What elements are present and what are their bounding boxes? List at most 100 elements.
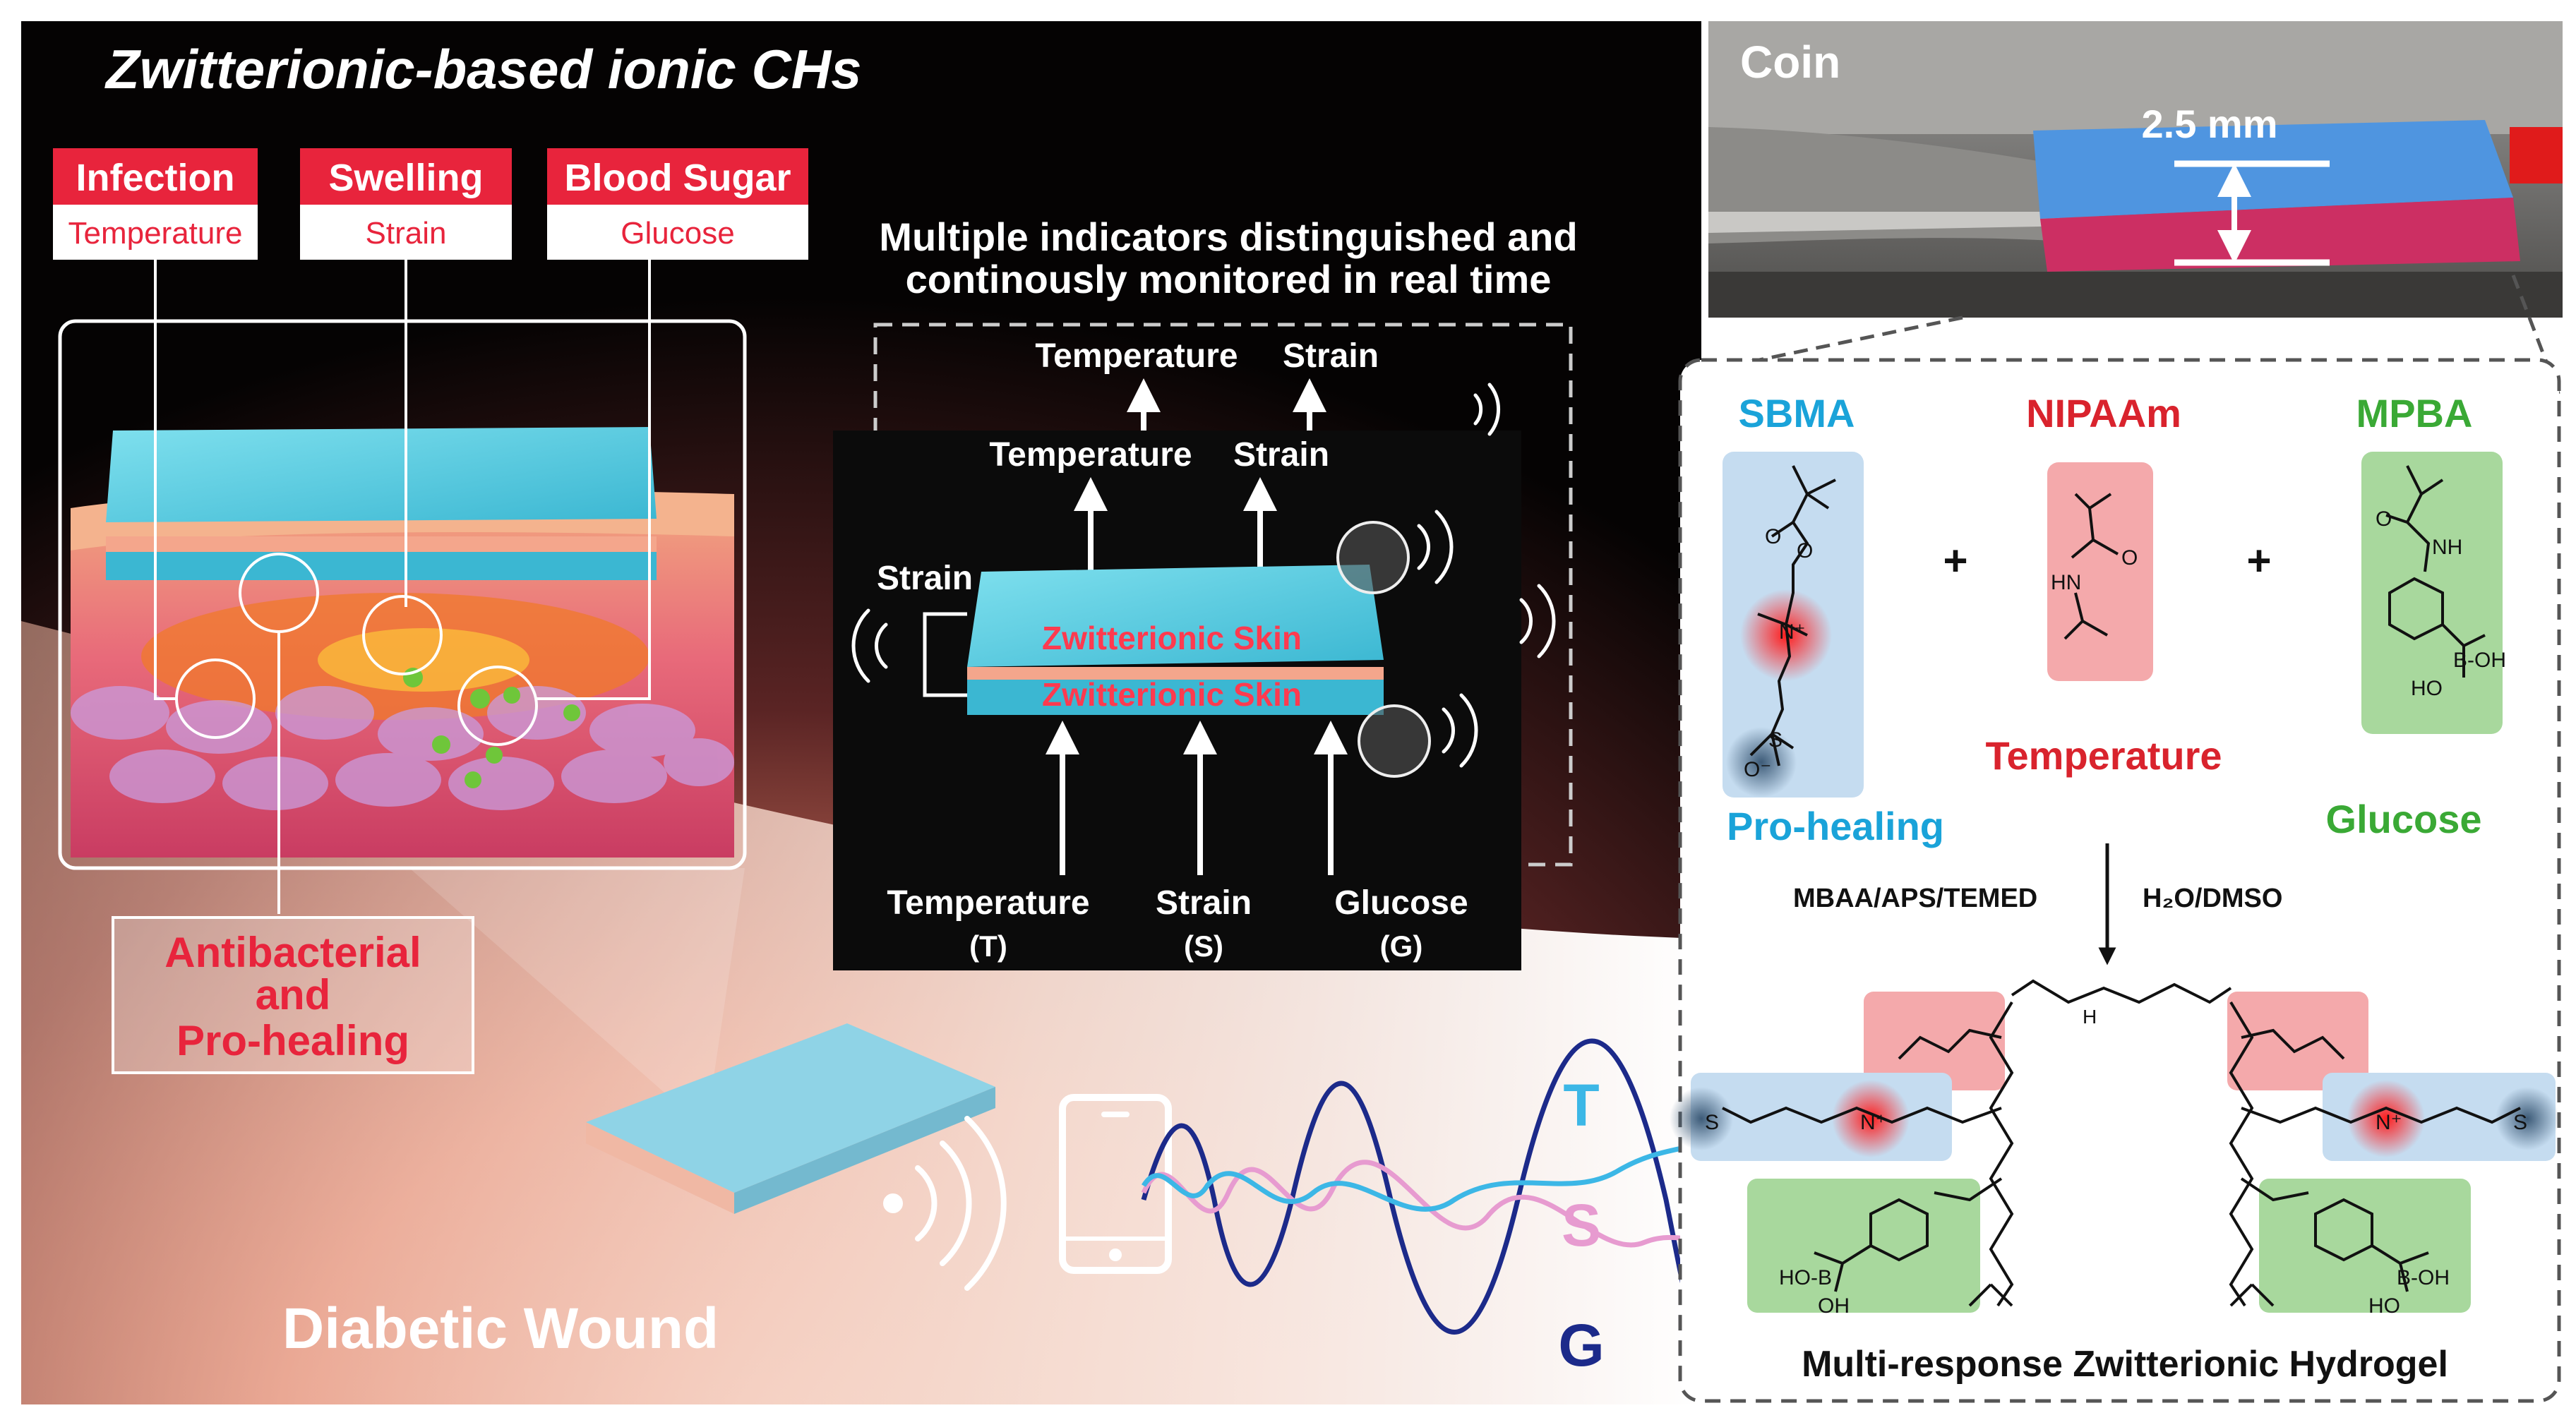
dressing-top (106, 427, 657, 522)
signal-t-wave (1142, 1141, 1703, 1212)
nipaam-unit-right (2227, 992, 2368, 1090)
sbma-nplus: N⁺ (1779, 620, 1806, 644)
product-oh-left: OH (1818, 1294, 1850, 1318)
hydrogel-photo: Coin 2.5 mm (1708, 21, 2563, 318)
indicator-swelling-label: Swelling (328, 157, 483, 199)
indicator-swelling: Swelling Strain (300, 148, 512, 260)
product-b-oh-right: B-OH (2397, 1266, 2450, 1289)
indicator-infection-label: Infection (76, 157, 235, 199)
dressing-stripe-pink (106, 536, 657, 552)
conditions-right: H₂O/DMSO (2143, 884, 2282, 913)
input-glucose-label: Glucose (1334, 884, 1468, 922)
role-temperature: Temperature (1985, 733, 2222, 778)
nipaam-unit-left (1864, 992, 2005, 1090)
product-n-left: N⁺ (1860, 1111, 1887, 1134)
mpba-b-oh: B-OH (2453, 649, 2506, 672)
product-label: Multi-response Zwitterionic Hydrogel (1802, 1344, 2448, 1385)
mpba-unit-right (2259, 1179, 2471, 1313)
input-temperature-abbr: (T) (969, 929, 1007, 963)
product-structure: H N⁺ N⁺ S S HO-B OH B-OH HO (1670, 979, 2559, 1318)
right-panel: Coin 2.5 mm SBMA NIPAAm MPBA O O (1670, 21, 2563, 1403)
photo-ground (1708, 272, 2563, 318)
sbma-s: S (1768, 728, 1783, 752)
role-glucose: Glucose (2326, 797, 2482, 841)
monomer-nipaam-name: NIPAAm (2026, 391, 2181, 435)
antibacterial-line-2: and (256, 971, 331, 1018)
product-s-left: S (1705, 1111, 1719, 1134)
monitor-caption-1: Multiple indicators distinguished and (879, 215, 1577, 259)
mini-skin-pink (967, 667, 1384, 680)
product-s-right: S (2513, 1111, 2527, 1134)
indicator-blood-sugar-sub: Glucose (621, 216, 734, 251)
mpba-unit-left (1747, 1179, 1980, 1313)
input-strain-abbr: (S) (1184, 929, 1223, 963)
sbma-o2: O (1797, 539, 1813, 562)
indicator-infection-sub: Temperature (68, 216, 242, 251)
gel-blue-layer (2033, 120, 2513, 219)
indicator-infection: Infection Temperature (53, 148, 258, 260)
signal-letter-g: G (1558, 1312, 1604, 1378)
product-n-right: N⁺ (2376, 1111, 2402, 1134)
front-label-strain: Strain (1233, 436, 1329, 474)
nipaam-hn: HN (2051, 571, 2081, 594)
mpba-ho: HO (2411, 677, 2443, 700)
signal-letter-s: S (1562, 1192, 1601, 1258)
plus-2: + (2246, 537, 2271, 584)
mpba-o: O (2376, 507, 2392, 531)
sbma-o1: O (1765, 525, 1781, 548)
strain-side-label: Strain (877, 560, 973, 597)
signal-g-wave (1141, 1038, 1703, 1343)
nipaam-o: O (2121, 546, 2138, 570)
gel-pink-layer (2040, 198, 2520, 272)
product-ho-right: HO (2368, 1294, 2400, 1318)
skin-label-bottom: Zwitterionic Skin (1042, 676, 1302, 713)
signal-letter-t: T (1563, 1072, 1599, 1138)
antibacterial-line-1: Antibacterial (164, 929, 421, 976)
inset-sensor-circles (1336, 521, 1431, 778)
wound-core (318, 628, 529, 692)
left-title: Zwitterionic-based ionic CHs (104, 38, 861, 100)
monomer-mpba-name: MPBA (2356, 391, 2473, 435)
hydrogel-patch (586, 1023, 995, 1214)
monitoring-inset: Multiple indicators distinguished and co… (833, 215, 1578, 970)
mpba-nh: NH (2432, 536, 2462, 559)
plus-1: + (1943, 537, 1967, 584)
cell-layer (71, 686, 734, 810)
indicator-swelling-sub: Strain (366, 216, 447, 251)
indicator-blood-sugar-label: Blood Sugar (565, 157, 791, 199)
input-glucose-abbr: (G) (1380, 929, 1423, 963)
wireless-waves-icon (883, 1116, 1007, 1291)
input-strain-label: Strain (1156, 884, 1252, 922)
front-label-temperature: Temperature (989, 436, 1192, 474)
sbma-ominus: O⁻ (1744, 758, 1771, 781)
role-pro-healing: Pro-healing (1727, 804, 1944, 848)
coin-rim (1708, 212, 2075, 233)
thickness-label: 2.5 mm (2142, 102, 2278, 146)
coin-label: Coin (1740, 37, 1840, 88)
product-nh-top: H (2083, 1006, 2097, 1028)
projection-beam (409, 868, 745, 1129)
left-panel: Zwitterionic-based ionic CHs Infection T… (21, 21, 1703, 1404)
sbma-structure: O O N⁺ S O⁻ (1723, 452, 1864, 798)
skin-model (58, 260, 747, 914)
mpba-structure: O NH B-OH HO (2361, 452, 2506, 734)
diabetic-wound-label: Diabetic Wound (282, 1296, 719, 1361)
monitor-caption-2: continously monitored in real time (906, 257, 1552, 301)
signal-waves (1141, 1038, 1703, 1343)
nipaam-structure: O HN (2047, 462, 2153, 681)
mini-skin-top (967, 565, 1384, 667)
inset-wave-icons (851, 383, 1556, 768)
input-temperature-label: Temperature (887, 884, 1089, 922)
signal-s-wave (1141, 1160, 1702, 1248)
monomer-sbma-name: SBMA (1739, 391, 1855, 435)
skin-model-frame (58, 319, 747, 870)
mini-skin-bottom (967, 680, 1384, 715)
indicator-blood-sugar: Blood Sugar Glucose (547, 148, 808, 260)
skin-label-top: Zwitterionic Skin (1042, 620, 1302, 656)
red-marker (2510, 127, 2563, 183)
conditions-left: MBAA/APS/TEMED (1793, 884, 2037, 913)
antibacterial-box: Antibacterial and Pro-healing (112, 916, 474, 1074)
leader-lines (154, 260, 651, 914)
